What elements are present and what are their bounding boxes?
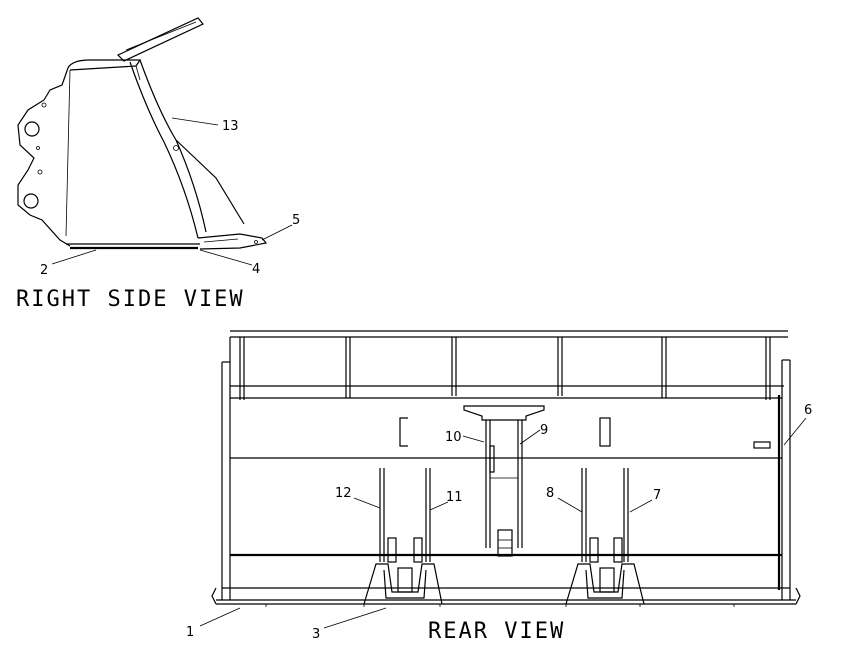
callout-4-leader — [199, 249, 253, 266]
callout-4: 4 — [252, 262, 260, 277]
callout-6-leader — [783, 417, 807, 446]
callout-12: 12 — [335, 486, 352, 501]
callout-5: 5 — [292, 213, 300, 228]
callout-1-leader — [199, 607, 241, 627]
right-side-view-label: RIGHT SIDE VIEW — [16, 287, 245, 312]
callout-5-leader — [261, 224, 293, 241]
rear-view: 6 10 9 12 11 8 7 1 3 REAR VIEW — [186, 330, 812, 644]
callout-11-leader — [429, 501, 449, 511]
callout-11: 11 — [446, 490, 463, 505]
callout-8: 8 — [546, 486, 554, 501]
callout-8-leader — [557, 497, 583, 513]
callout-12-leader — [353, 497, 381, 509]
callout-2: 2 — [40, 263, 48, 278]
callout-1: 1 — [186, 625, 194, 640]
callout-3-leader — [323, 607, 387, 629]
callout-9-leader — [519, 429, 541, 445]
callout-6: 6 — [804, 403, 812, 418]
callout-13: 13 — [222, 119, 239, 134]
callout-2-leader — [51, 249, 97, 265]
callout-7: 7 — [653, 488, 661, 503]
right-side-view: 13 5 4 2 RIGHT SIDE VIEW — [16, 17, 300, 312]
callout-7-leader — [629, 499, 653, 513]
callout-10: 10 — [445, 430, 462, 445]
callout-13-leader — [171, 117, 219, 126]
callout-10-leader — [462, 435, 485, 443]
rear-view-label: REAR VIEW — [428, 619, 565, 644]
callout-3: 3 — [312, 627, 320, 642]
callout-9: 9 — [540, 423, 548, 438]
